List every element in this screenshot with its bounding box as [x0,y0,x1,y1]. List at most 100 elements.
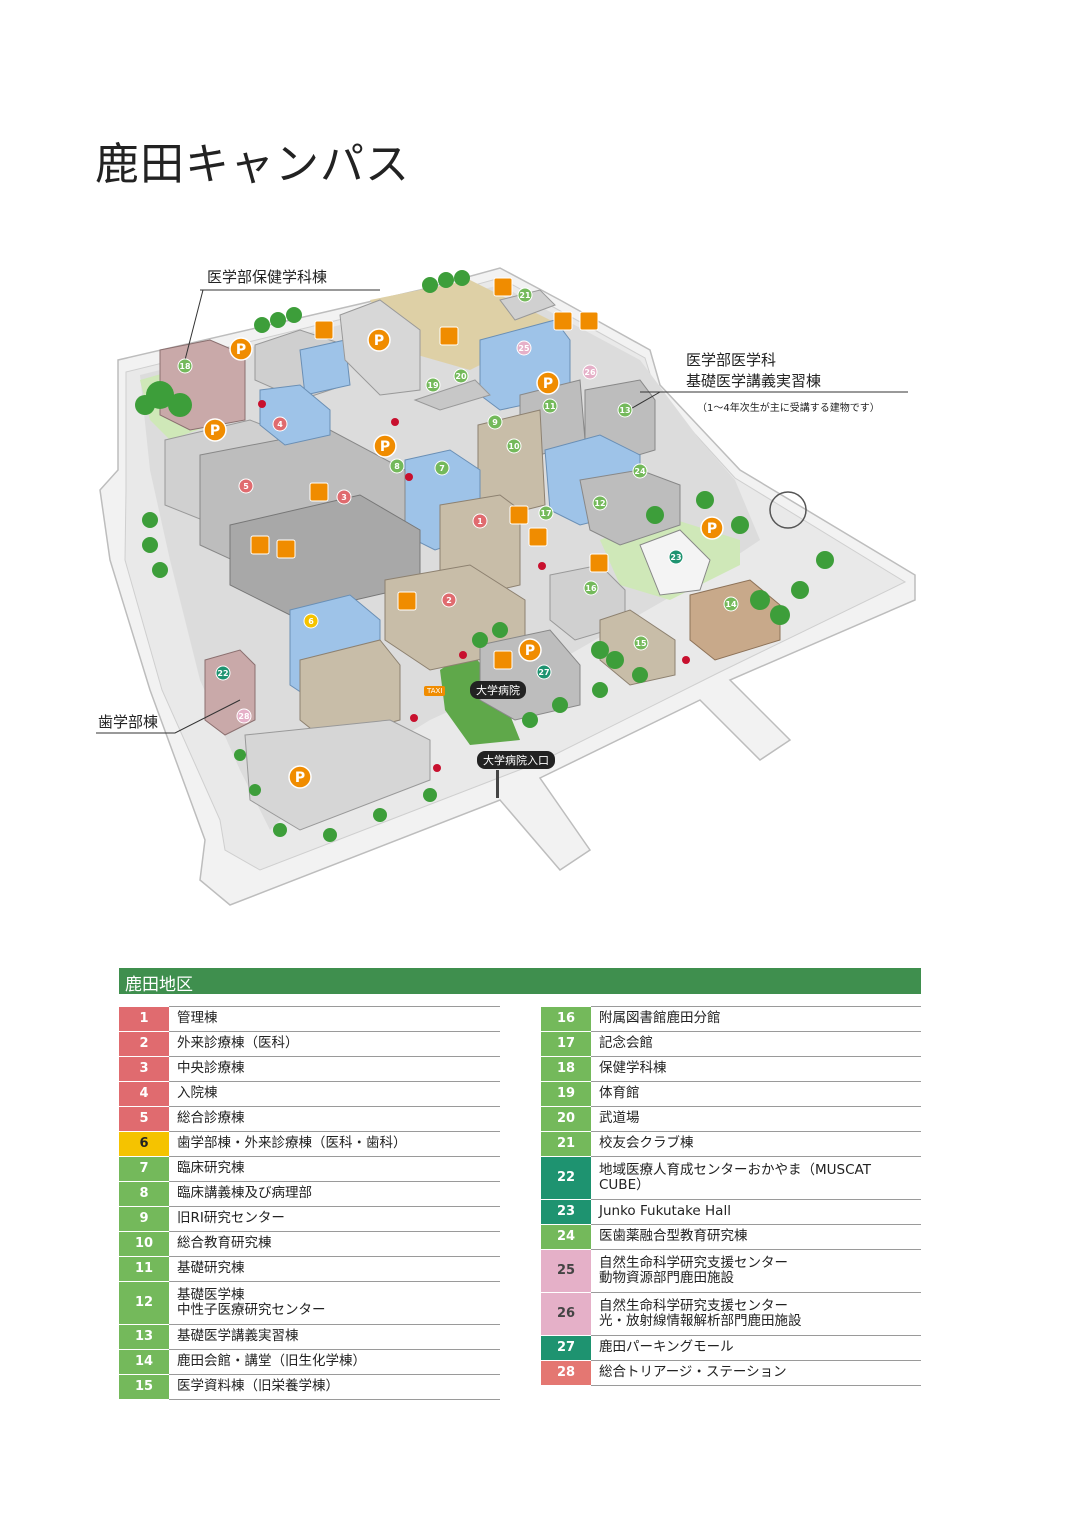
legend-label: 医歯薬融合型教育研究棟 [591,1224,921,1250]
entrance-post [496,770,499,798]
marker-circle [506,438,522,454]
legend-label-line: 附属図書館鹿田分館 [599,1010,721,1027]
marker-circle [668,549,684,565]
marker-number: 8 [394,462,400,471]
legend-label-line: 基礎医学棟 [177,1286,245,1303]
building-marker-27[interactable]: 27 [536,664,552,680]
building-marker-10[interactable]: 10 [506,438,522,454]
legend-label: 外来診療棟（医科） [169,1031,500,1057]
svg-text:P: P [295,770,305,786]
building-marker-25[interactable]: 25 [516,340,532,356]
building-marker-18[interactable]: 18 [177,358,193,374]
building-marker-8[interactable]: 8 [389,458,405,474]
marker-circle [336,489,352,505]
marker-number: 4 [277,420,283,429]
building-marker-23[interactable]: 23 [668,549,684,565]
facility-icon [250,535,270,555]
building-marker-6[interactable]: 6 [303,613,319,629]
building-marker-7[interactable]: 7 [434,460,450,476]
building-marker-9[interactable]: 9 [487,414,503,430]
building-marker-11[interactable]: 11 [542,398,558,414]
legend-label: 中央診療棟 [169,1056,500,1082]
stop-dot [405,473,413,481]
roundabout [769,491,807,529]
building-marker-19[interactable]: 19 [425,377,441,393]
legend-label-line: 校友会クラブ棟 [599,1135,694,1151]
legend-label-line: 武道場 [599,1110,640,1126]
legend-number: 17 [541,1031,591,1057]
marker-circle [536,664,552,680]
facility-icon [553,311,573,331]
building-marker-24[interactable]: 24 [632,463,648,479]
building-marker-12[interactable]: 12 [592,495,608,511]
building-marker-1[interactable]: 1 [472,513,488,529]
marker-number: 27 [538,668,549,677]
legend-label: 鹿田会館・講堂（旧生化学棟） [169,1349,500,1375]
building-marker-26[interactable]: 26 [582,364,598,380]
legend-label-line: 記念会館 [599,1035,653,1051]
building-marker-16[interactable]: 16 [583,580,599,596]
legend-number: 15 [119,1374,169,1400]
legend-label-line: 地域医療人育成センターおかやま（MUSCAT [599,1161,871,1178]
legend-label-line: 医学資料棟（旧栄養学棟） [177,1378,339,1394]
building-marker-3[interactable]: 3 [336,489,352,505]
marker-circle [472,513,488,529]
legend-label-line: 自然生命科学研究支援センター [599,1254,788,1271]
marker-circle [632,463,648,479]
marker-circle [633,635,649,651]
building-marker-28[interactable]: 28 [236,708,252,724]
parking-icon: P [536,371,560,395]
marker-circle [582,364,598,380]
building-marker-20[interactable]: 20 [453,368,469,384]
legend-number: 10 [119,1231,169,1257]
building-marker-4[interactable]: 4 [272,416,288,432]
marker-number: 5 [243,482,249,491]
legend-label-line: 光・放射線情報解析部門鹿田施設 [599,1312,802,1329]
legend-label: 校友会クラブ棟 [591,1131,921,1157]
legend-header: 鹿田地区 [119,968,921,995]
building-markers: 1234567891011121314151617181920212223242… [177,287,739,724]
building-marker-15[interactable]: 15 [633,635,649,651]
marker-circle [272,416,288,432]
marker-circle [215,665,231,681]
legend-title: 鹿田地区 [125,975,193,995]
stop-dot [433,764,441,772]
svg-text:P: P [525,643,535,659]
building-marker-17[interactable]: 17 [538,505,554,521]
legend-number: 28 [541,1360,591,1386]
marker-number: 24 [634,467,646,476]
parking-icon: P [229,337,253,361]
building-marker-5[interactable]: 5 [238,478,254,494]
legend-label: 医学資料棟（旧栄養学棟） [169,1374,500,1400]
taxi-icon: TAXI [424,686,446,696]
building-marker-13[interactable]: 13 [617,402,633,418]
legend-number: 6 [119,1131,169,1157]
marker-number: 18 [179,362,191,371]
marker-number: 1 [477,517,483,526]
facility-icon [314,320,334,340]
legend-number: 1 [119,1006,169,1032]
marker-number: 11 [544,402,556,411]
building-marker-2[interactable]: 2 [441,592,457,608]
facility-icon [397,591,417,611]
marker-number: 25 [518,344,530,353]
legend-row: 15 医学資料棟（旧栄養学棟） [119,1374,500,1400]
building-marker-14[interactable]: 14 [723,596,739,612]
building-marker-22[interactable]: 22 [215,665,231,681]
building-marker-21[interactable]: 21 [517,287,533,303]
marker-circle [517,287,533,303]
